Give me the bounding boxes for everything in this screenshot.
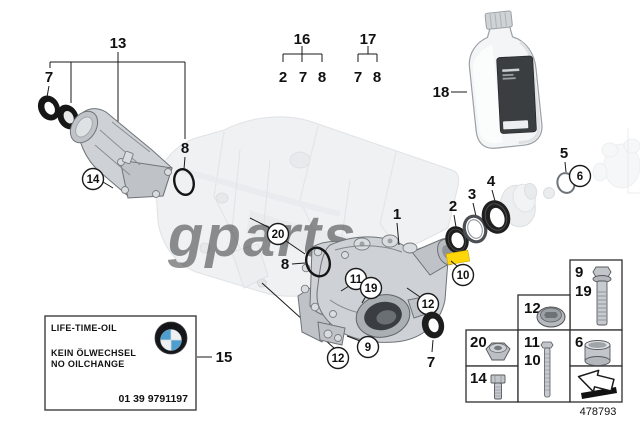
shaft-seal-7-bottom [421, 311, 445, 339]
svg-text:10: 10 [457, 270, 470, 282]
svg-text:19: 19 [365, 283, 378, 295]
callout-circle-10: 10 [451, 263, 475, 287]
legend-label-6: 6 [575, 334, 583, 351]
shaft-seal-2 [445, 226, 469, 254]
legend-label-14: 14 [470, 370, 487, 387]
callout-17-7: 7 [354, 69, 362, 86]
callout-1: 1 [393, 206, 401, 223]
o-ring-8-left [173, 168, 195, 196]
diagram-part-number: 478793 [580, 406, 617, 418]
svg-text:11: 11 [350, 274, 363, 286]
callout-circle-14: 14 [81, 167, 105, 191]
callout-4: 4 [487, 173, 496, 190]
callout-17: 17 [360, 31, 377, 48]
differential-group: 1 20 8 11 19 12 7 [249, 206, 457, 371]
callout-circle-20: 20 [266, 222, 290, 246]
legend-label-12: 12 [524, 300, 541, 317]
stud-bolt-icon [540, 341, 554, 398]
svg-text:12: 12 [332, 353, 345, 365]
legend-label-19: 19 [575, 283, 592, 300]
legend-label-20: 20 [470, 334, 487, 351]
callout-circle-11: 11 [344, 267, 368, 291]
callout-18: 18 [433, 84, 450, 101]
legend-label-11: 11 [524, 334, 540, 351]
svg-text:6: 6 [577, 171, 583, 183]
group-17-callout: 17 7 8 [354, 31, 381, 86]
callout-16-8: 8 [318, 69, 326, 86]
sleeve-icon [584, 340, 611, 366]
oil-bottle-group: 18 [433, 10, 543, 149]
faded-output-flange [592, 128, 640, 194]
nut-icon [485, 342, 511, 361]
seal-stack-group: 2 3 4 5 6 [445, 145, 592, 287]
callout-16-7: 7 [299, 69, 307, 86]
bottle-cap [484, 10, 513, 30]
svg-text:20: 20 [272, 229, 285, 241]
callout-circle-12-left: 12 [326, 346, 350, 370]
callout-circle-6: 6 [568, 164, 592, 188]
info-line-en: NO OILCHANGE [51, 359, 125, 369]
callout-16: 16 [294, 31, 311, 48]
legend-grid: 9 19 12 20 14 11 10 6 [465, 259, 623, 418]
bmw-roundel-logo: BMW [154, 321, 188, 355]
legend-label-10: 10 [524, 352, 541, 369]
bmw-quadrant-br [171, 340, 182, 351]
svg-text:14: 14 [87, 174, 100, 186]
callout-16-2: 2 [279, 69, 287, 86]
highlight-marker [445, 249, 471, 266]
callout-5: 5 [560, 145, 568, 162]
callout-2: 2 [449, 198, 457, 215]
shaft-seal-7a [37, 95, 61, 121]
bmw-quadrant-tl [160, 329, 171, 340]
oil-bottle [468, 10, 543, 149]
callout-7-bottom: 7 [427, 354, 435, 371]
callout-13: 13 [110, 35, 127, 52]
legend-box-14 [465, 365, 519, 403]
callout-17-8: 8 [373, 69, 381, 86]
info-line-de: KEIN ÖLWECHSEL [51, 348, 136, 358]
svg-text:12: 12 [422, 299, 435, 311]
bottle-label [496, 55, 537, 134]
callout-circle-12-right: 12 [416, 292, 440, 316]
differential-front-bore [355, 294, 411, 338]
direction-arrow-icon [577, 369, 617, 399]
o-ring-8-mid [304, 246, 332, 278]
callout-8-mid: 8 [281, 256, 289, 273]
flanged-bolt-icon [592, 266, 612, 326]
callout-15: 15 [216, 349, 233, 366]
group-16-callout: 16 2 7 8 [279, 31, 326, 86]
hex-bolt-icon [490, 374, 506, 400]
callout-8-left: 8 [181, 140, 189, 157]
info-code: 01 39 9791197 [119, 393, 189, 405]
shaft-seal-4 [481, 200, 511, 234]
callout-circle-9: 9 [356, 335, 380, 359]
callout-circle-19: 19 [359, 276, 383, 300]
info-title: LIFE-TIME-OIL [51, 323, 117, 333]
output-shaft-housing [69, 108, 173, 199]
bmw-logo-text: BMW [163, 325, 179, 331]
svg-text:9: 9 [365, 342, 371, 354]
legend-label-9: 9 [575, 264, 583, 281]
drain-plug-icon [536, 306, 566, 328]
group-13-bracket: 13 7 14 [37, 35, 195, 199]
callout-7-left: 7 [45, 69, 53, 86]
differential-housing [297, 234, 457, 346]
callout-3: 3 [468, 186, 476, 203]
info-label-box: LIFE-TIME-OIL KEIN ÖLWECHSEL NO OILCHANG… [44, 315, 233, 411]
